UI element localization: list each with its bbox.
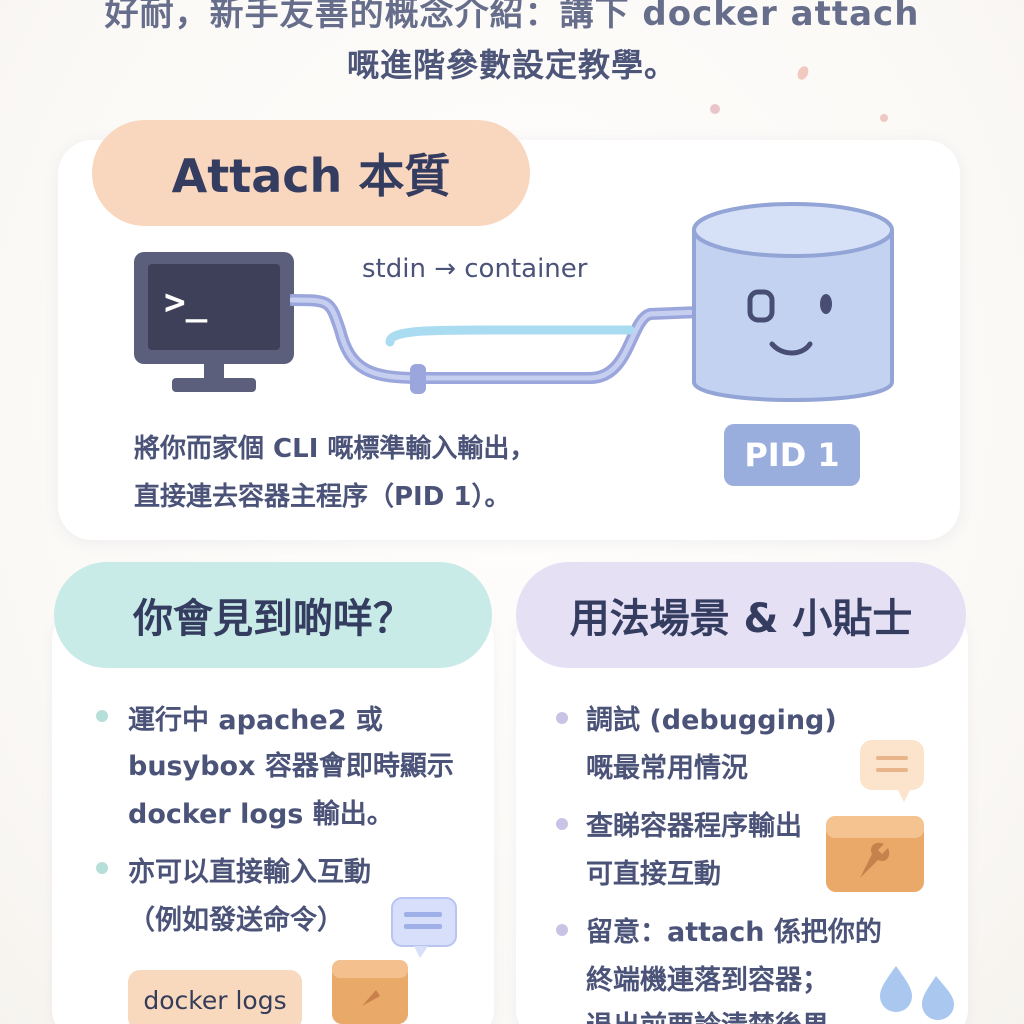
pid-badge: PID 1	[724, 424, 860, 486]
bullet-dot	[96, 862, 108, 874]
cable-connector	[290, 294, 706, 394]
stdin-label: stdin → container	[362, 254, 588, 284]
confetti-dot	[710, 104, 720, 114]
confetti-dot	[880, 114, 888, 122]
attach-desc-line-1: 將你而家個 CLI 嘅標準輸入輸出，	[134, 434, 536, 464]
right-bullet-3-line-1: 留意：attach 係把你的	[586, 917, 882, 948]
left-bullet-2-line-1: 亦可以直接輸入互動	[128, 857, 371, 888]
chat-bubble-icon	[860, 740, 924, 802]
docker-logs-tag: docker logs	[128, 970, 302, 1024]
right-bullet-3-line-2: 終端機連落到容器；	[586, 965, 829, 996]
toolbox-icon	[826, 816, 924, 892]
right-bullet-1-line-2: 嘅最常用情況	[586, 753, 748, 784]
chat-bubble-icon	[391, 897, 457, 958]
left-bullet-2-line-2: （例如發送命令）	[128, 905, 344, 936]
bullet-dot	[556, 712, 568, 724]
terminal-icon: >_	[134, 252, 294, 392]
left-bullet-1-line-1: 運行中 apache2 或	[128, 705, 383, 736]
right-bullet-3-line-3: 退出前要諗清楚後果	[586, 1004, 829, 1024]
left-bullet-1-line-3: docker logs 輸出。	[128, 799, 394, 830]
usage-tips-pill: 用法場景 & 小貼士	[516, 562, 966, 668]
water-drops-icon	[880, 966, 954, 1020]
attach-title-pill: Attach 本質	[92, 120, 530, 226]
intro-line-1: 好耐，新手友善的概念介紹：講下 docker attach	[104, 0, 920, 34]
bullet-dot	[556, 818, 568, 830]
container-face-icon	[692, 202, 894, 402]
right-bullet-2-line-1: 查睇容器程序輸出	[586, 811, 802, 842]
bullet-dot	[96, 710, 108, 722]
right-bullet-1-line-1: 調試 (debugging)	[586, 705, 837, 736]
intro-line-2: 嘅進階參數設定教學。	[346, 46, 677, 84]
box-icon	[332, 960, 408, 1024]
terminal-prompt: >_	[164, 282, 208, 323]
left-bullet-1-line-2: busybox 容器會即時顯示	[128, 751, 454, 782]
what-you-see-pill: 你會見到啲咩？	[54, 562, 492, 668]
right-bullet-2-line-2: 可直接互動	[586, 859, 721, 890]
bullet-dot	[556, 924, 568, 936]
attach-desc-line-2: 直接連去容器主程序（PID 1）。	[134, 482, 511, 512]
